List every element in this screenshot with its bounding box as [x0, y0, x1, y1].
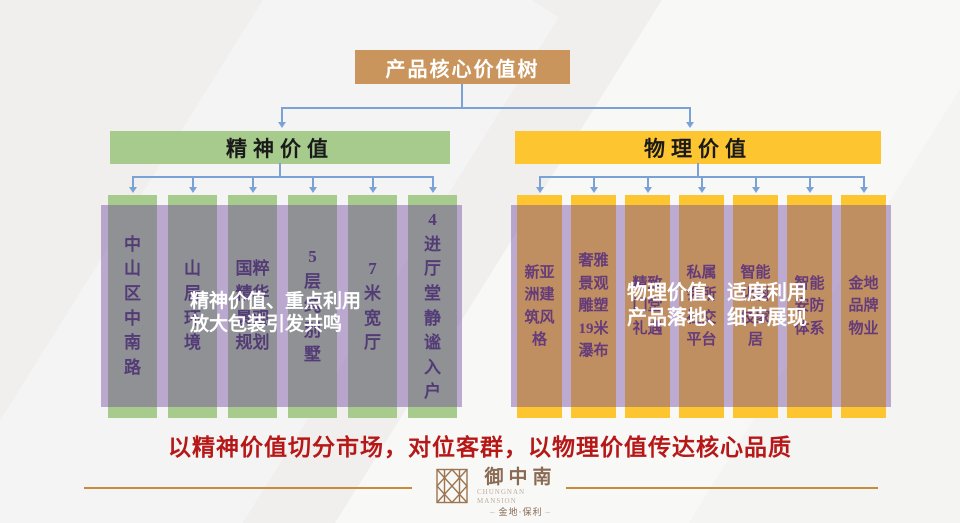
connector-line	[701, 176, 703, 188]
arrow-down-icon	[309, 187, 317, 193]
value-column-text: 金地 品牌 物业	[848, 275, 879, 337]
value-column: 山 居 环 境	[168, 195, 217, 418]
connector-line	[282, 107, 690, 109]
root-node-title: 产品核心价值树	[385, 58, 540, 81]
connector-line	[697, 163, 699, 177]
value-column-text: 新亚 洲建 筑风 格	[524, 264, 555, 349]
value-column: 新亚 洲建 筑风 格	[517, 195, 562, 418]
value-column-text: 中 山 区 中 南 路	[124, 234, 141, 377]
root-node: 产品核心价值树	[355, 50, 570, 84]
value-column-text: 7 米 宽 厅	[364, 259, 381, 353]
brand-name: 御中南	[484, 467, 557, 488]
value-column: 国粹 精华 景观 规划	[228, 195, 277, 418]
arrow-down-icon	[278, 122, 286, 128]
physical-value-header: 物理价值	[515, 131, 881, 164]
connector-line	[809, 176, 811, 188]
value-column-text: 智能 化科 技家 居	[740, 264, 771, 349]
annotation-line: 放大包装引发共鸣	[190, 314, 343, 335]
connector-line	[647, 176, 649, 188]
lattice-logo-icon	[434, 468, 470, 509]
connector-line	[539, 176, 541, 188]
physical-annotation: 物理价值、适度利用 产品落地、细节展现	[627, 281, 807, 331]
highlight-band-left	[101, 205, 462, 407]
value-column: 金地 品牌 物业	[841, 195, 886, 418]
connector-line	[192, 176, 194, 188]
connector-line	[252, 176, 254, 188]
spiritual-value-label: 精神价值	[226, 136, 334, 161]
annotation-line: 产品落地、细节展现	[627, 307, 807, 329]
value-column: 奢雅 景观 雕塑 19米 瀑布	[571, 195, 616, 418]
brand-subtitle-cn: 金地·保利	[490, 506, 551, 518]
arrow-down-icon	[249, 187, 257, 193]
footer-rule-right	[566, 487, 878, 489]
value-column: 精致 门堂 礼遇	[625, 195, 670, 418]
arrow-down-icon	[698, 187, 706, 193]
annotation-line: 精神价值、重点利用	[190, 291, 362, 312]
arrow-down-icon	[644, 187, 652, 193]
value-column: 智能 安防 体系	[787, 195, 832, 418]
connector-line	[279, 163, 281, 177]
connector-line	[132, 176, 434, 178]
value-column-text: 山 居 环 境	[184, 259, 201, 353]
value-column: 5 层 纯 别 墅	[288, 195, 337, 418]
value-column: 私属 会所 社交 平台	[679, 195, 724, 418]
brand-logo: 御中南 CHUNGNAN MANSION 金地·保利	[434, 468, 564, 518]
value-column: 7 米 宽 厅	[348, 195, 397, 418]
connector-line	[281, 107, 283, 123]
highlight-band-right	[511, 205, 891, 407]
arrow-down-icon	[806, 187, 814, 193]
connector-line	[372, 176, 374, 188]
spiritual-value-header: 精神价值	[110, 131, 450, 164]
value-column-text: 奢雅 景观 雕塑 19米 瀑布	[578, 253, 609, 360]
connector-line	[132, 176, 134, 188]
value-column-text: 精致 门堂 礼遇	[632, 275, 663, 337]
arrow-down-icon	[429, 187, 437, 193]
connector-line	[432, 176, 434, 188]
summary-caption: 以精神价值切分市场，对位客群，以物理价值传达核心品质	[168, 435, 792, 460]
connector-line	[689, 107, 691, 123]
arrow-down-icon	[129, 187, 137, 193]
physical-value-label: 物理价值	[644, 136, 752, 161]
value-column: 4 进 厅 堂 静 谧 入 户	[408, 195, 457, 418]
connector-line	[461, 84, 463, 108]
arrow-down-icon	[752, 187, 760, 193]
spiritual-annotation: 精神价值、重点利用 放大包装引发共鸣	[190, 290, 361, 336]
value-column-text: 4 进 厅 堂 静 谧 入 户	[424, 209, 441, 402]
connector-line	[593, 176, 595, 188]
brand-subtitle-en: CHUNGNAN MANSION	[477, 488, 526, 505]
value-column-text: 5 层 纯 别 墅	[304, 246, 321, 365]
value-column-text: 国粹 精华 景观 规划	[235, 259, 270, 353]
footer-rule-left	[84, 487, 412, 489]
brand-logo-texts: 御中南 CHUNGNAN MANSION 金地·保利	[477, 468, 564, 518]
value-column-text: 私属 会所 社交 平台	[686, 264, 717, 349]
arrow-down-icon	[860, 187, 868, 193]
connector-line	[863, 176, 865, 188]
annotation-line: 物理价值、适度利用	[627, 282, 807, 304]
connector-line	[755, 176, 757, 188]
value-column-text: 智能 安防 体系	[794, 275, 825, 337]
arrow-down-icon	[536, 187, 544, 193]
arrow-down-icon	[189, 187, 197, 193]
arrow-down-icon	[686, 122, 694, 128]
value-column: 中 山 区 中 南 路	[108, 195, 157, 418]
value-column: 智能 化科 技家 居	[733, 195, 778, 418]
connector-line	[312, 176, 314, 188]
arrow-down-icon	[590, 187, 598, 193]
arrow-down-icon	[369, 187, 377, 193]
